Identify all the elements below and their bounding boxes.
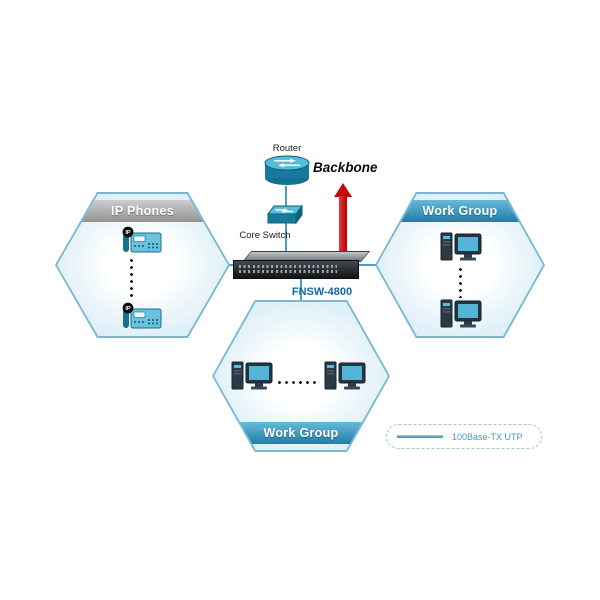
computer-icon <box>440 232 482 261</box>
ip-badge-label: IP <box>125 230 131 236</box>
computer-icon <box>440 299 482 328</box>
right-hex-link-line <box>356 264 380 266</box>
ip-phones-band: IP Phones <box>57 200 228 222</box>
core-switch-icon <box>267 204 303 225</box>
ip-phones-label: IP Phones <box>111 204 174 218</box>
core-switch-label: Core Switch <box>239 230 291 241</box>
bottom-hex-link-line <box>300 278 302 304</box>
computer-dotted-link <box>278 381 320 384</box>
up-arrow-body <box>339 196 347 254</box>
ip-phones-hexagon-fill: IP Phones <box>57 194 228 336</box>
ip-phones-hexagon: IP Phones <box>55 192 230 338</box>
rack-switch-icon <box>233 248 371 282</box>
router-label: Router <box>272 143 302 154</box>
workgroup-right-label: Work Group <box>422 204 498 218</box>
router-icon <box>264 155 310 185</box>
switch-model-label: FNSW-4800 <box>291 286 353 298</box>
legend: 100Base-TX UTP <box>386 424 542 449</box>
ip-badge-label: IP <box>125 306 131 312</box>
up-arrow-icon <box>334 183 352 197</box>
phone-dotted-link <box>130 259 133 301</box>
legend-label: 100Base-TX UTP <box>452 431 523 442</box>
workgroup-right-band: Work Group <box>377 200 543 222</box>
utp-line-icon <box>397 435 443 438</box>
rack-switch-front-ports <box>233 260 359 279</box>
computer-dotted-link <box>459 268 462 298</box>
ip-phone-icon: IP <box>122 226 162 253</box>
workgroup-bottom-band: Work Group <box>214 422 388 444</box>
computer-icon <box>231 361 273 390</box>
computer-icon <box>324 361 366 390</box>
workgroup-bottom-label: Work Group <box>263 426 339 440</box>
backbone-label: Backbone <box>313 160 378 175</box>
ip-phone-icon: IP <box>122 302 162 329</box>
